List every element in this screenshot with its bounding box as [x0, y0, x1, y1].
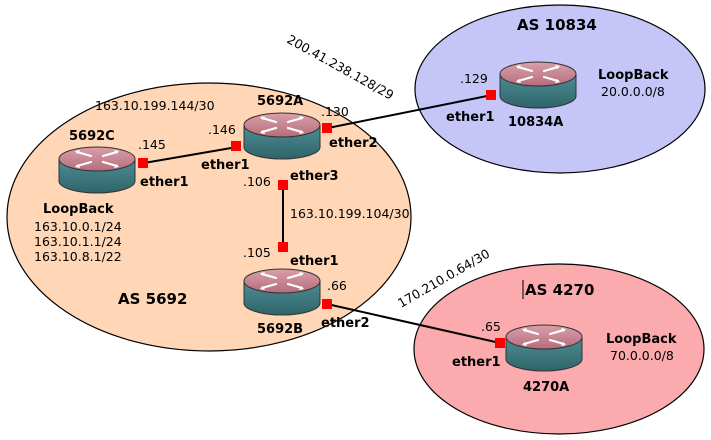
ip-4270-ether1: .65 [481, 319, 501, 334]
loopback-10834-line: 20.0.0.0/8 [601, 84, 665, 99]
router-10834a-name: 10834A [508, 115, 563, 130]
iface-a-ether1: ether1 [201, 158, 250, 173]
port-4270-ether1[interactable] [495, 338, 505, 348]
as5692-label: AS 5692 [118, 290, 187, 308]
router-5692a-name: 5692A [257, 94, 303, 109]
router-5692c-icon[interactable] [57, 145, 137, 195]
loopback-c-line: 163.10.8.1/22 [34, 249, 122, 264]
iface-b-ether2: ether2 [321, 316, 370, 331]
port-a-ether1[interactable] [231, 141, 241, 151]
loopback-c-line: 163.10.1.1/24 [34, 234, 122, 249]
router-4270a-icon[interactable] [504, 323, 584, 373]
loopback-4270-line: 70.0.0.0/8 [610, 348, 674, 363]
loopback-c-title: LoopBack [43, 202, 114, 217]
iface-a-ether3: ether3 [290, 169, 339, 184]
router-5692b-icon[interactable] [242, 267, 322, 317]
ip-b-ether2: .66 [327, 278, 347, 293]
as10834-label: AS 10834 [517, 16, 597, 34]
router-5692c-name: 5692C [69, 129, 115, 144]
iface-c-ether1: ether1 [140, 175, 189, 190]
link-b-4270 [326, 303, 501, 344]
iface-10834-ether1: ether1 [446, 110, 495, 125]
port-c-ether1[interactable] [138, 158, 148, 168]
ip-c-ether1: .145 [138, 137, 166, 152]
ip-b-ether1: .105 [243, 245, 271, 260]
loopback-c-line: 163.10.0.1/24 [34, 219, 122, 234]
link-a-10834 [327, 94, 493, 129]
port-a-ether2[interactable] [322, 123, 332, 133]
iface-b-ether1: ether1 [290, 254, 339, 269]
loopback-4270-title: LoopBack [606, 332, 677, 347]
loopback-10834-title: LoopBack [598, 68, 669, 83]
iface-4270-ether1: ether1 [452, 355, 501, 370]
port-b-ether2[interactable] [322, 299, 332, 309]
port-a-ether3[interactable] [278, 180, 288, 190]
router-10834a-icon[interactable] [498, 60, 578, 110]
router-5692b-name: 5692B [257, 322, 303, 337]
port-b-ether1[interactable] [278, 242, 288, 252]
subnet-c-a: 163.10.199.144/30 [95, 98, 215, 113]
subnet-a-10834: 200.41.238.128/29 [285, 32, 397, 103]
router-5692a-icon[interactable] [242, 111, 322, 161]
ip-a-ether1: .146 [208, 122, 236, 137]
subnet-a-b: 163.10.199.104/30 [290, 206, 410, 221]
ip-10834-ether1: .129 [460, 71, 488, 86]
iface-a-ether2: ether2 [329, 136, 378, 151]
port-10834-ether1[interactable] [486, 90, 496, 100]
ip-a-ether2: .130 [321, 104, 349, 119]
ip-a-ether3: .106 [243, 174, 271, 189]
as4270-label: AS 4270 [525, 281, 594, 299]
link-c-a [143, 146, 238, 164]
router-4270a-name: 4270A [523, 380, 569, 395]
